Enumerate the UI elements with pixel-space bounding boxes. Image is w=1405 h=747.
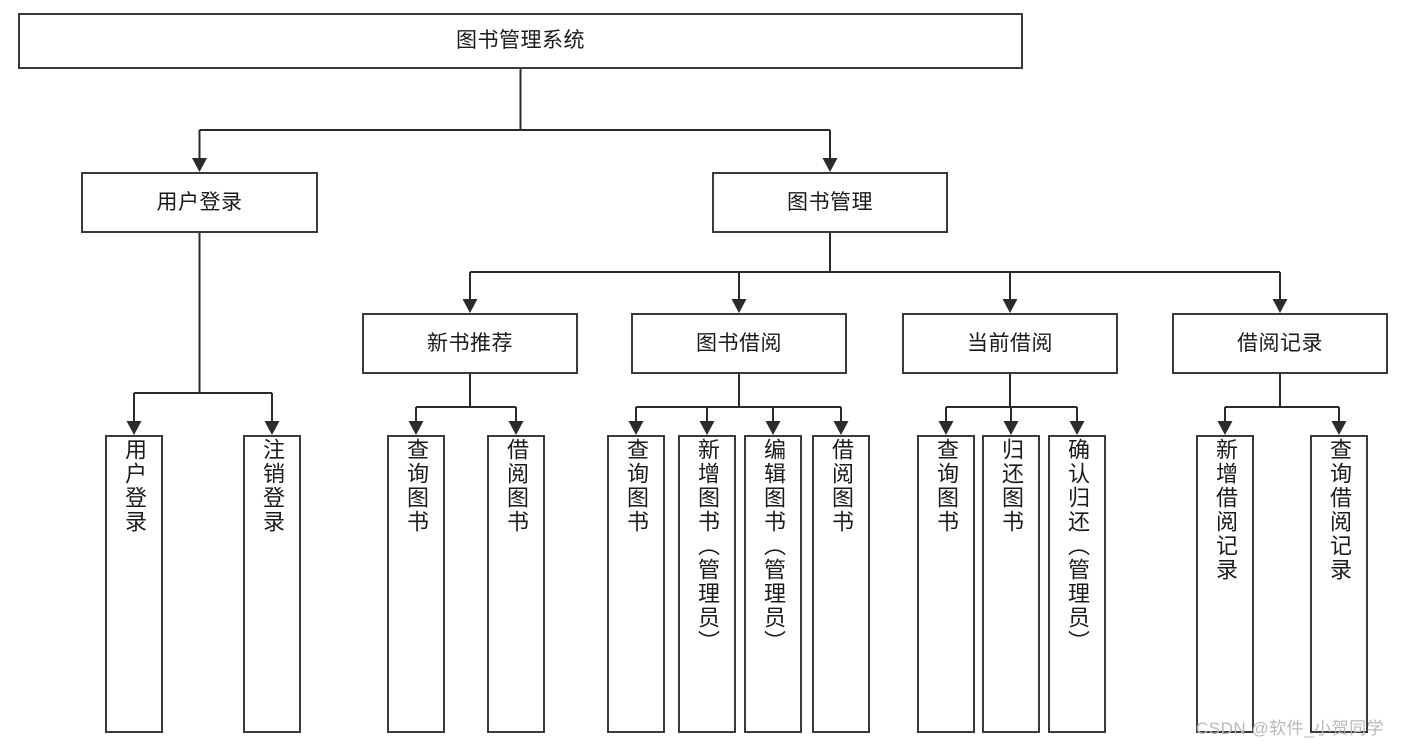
node-label: 编辑图书（管理员） xyxy=(761,438,786,654)
node-label: 借阅图书 xyxy=(829,438,854,534)
node-label: 归还图书 xyxy=(999,438,1024,534)
node-label: 用户登录 xyxy=(156,190,243,214)
node-current[interactable]: 当前借阅 xyxy=(902,313,1118,374)
node-leaf-nb-query[interactable]: 查询图书 xyxy=(387,435,445,733)
node-bookmgmt[interactable]: 图书管理 xyxy=(712,172,948,233)
node-login[interactable]: 用户登录 xyxy=(81,172,318,233)
node-label: 查询图书 xyxy=(624,438,649,534)
node-label: 当前借阅 xyxy=(967,331,1053,355)
node-leaf-cur-return[interactable]: 归还图书 xyxy=(982,435,1040,733)
node-leaf-cur-query[interactable]: 查询图书 xyxy=(917,435,975,733)
node-records[interactable]: 借阅记录 xyxy=(1172,313,1388,374)
node-label: 查询借阅记录 xyxy=(1327,438,1352,582)
node-label: 新增借阅记录 xyxy=(1213,438,1238,582)
node-label: 确认归还（管理员） xyxy=(1065,438,1090,654)
node-leaf-bk-query[interactable]: 查询图书 xyxy=(607,435,665,733)
node-borrow[interactable]: 图书借阅 xyxy=(631,313,847,374)
watermark: CSDN @软件_小贺同学 xyxy=(1196,719,1385,738)
node-root[interactable]: 图书管理系统 xyxy=(18,13,1023,69)
node-label: 新增图书（管理员） xyxy=(695,438,720,654)
node-leaf-bk-add[interactable]: 新增图书（管理员） xyxy=(678,435,736,733)
node-leaf-rec-add[interactable]: 新增借阅记录 xyxy=(1196,435,1254,733)
node-label: 新书推荐 xyxy=(427,331,513,355)
node-label: 用户登录 xyxy=(122,438,147,534)
node-label: 查询图书 xyxy=(404,438,429,534)
node-leaf-bk-edit[interactable]: 编辑图书（管理员） xyxy=(744,435,802,733)
node-label: 注销登录 xyxy=(260,438,285,534)
node-leaf-user-login[interactable]: 用户登录 xyxy=(105,435,163,733)
node-label: 借阅记录 xyxy=(1237,331,1323,355)
node-newbook[interactable]: 新书推荐 xyxy=(362,313,578,374)
node-label: 借阅图书 xyxy=(504,438,529,534)
node-leaf-user-logout[interactable]: 注销登录 xyxy=(243,435,301,733)
node-leaf-nb-borrow[interactable]: 借阅图书 xyxy=(487,435,545,733)
node-label: 图书管理系统 xyxy=(456,29,585,53)
node-label: 图书借阅 xyxy=(696,331,782,355)
node-leaf-bk-borrow[interactable]: 借阅图书 xyxy=(812,435,870,733)
node-leaf-cur-confirm[interactable]: 确认归还（管理员） xyxy=(1048,435,1106,733)
node-label: 查询图书 xyxy=(934,438,959,534)
node-leaf-rec-query[interactable]: 查询借阅记录 xyxy=(1310,435,1368,733)
node-label: 图书管理 xyxy=(787,190,873,214)
